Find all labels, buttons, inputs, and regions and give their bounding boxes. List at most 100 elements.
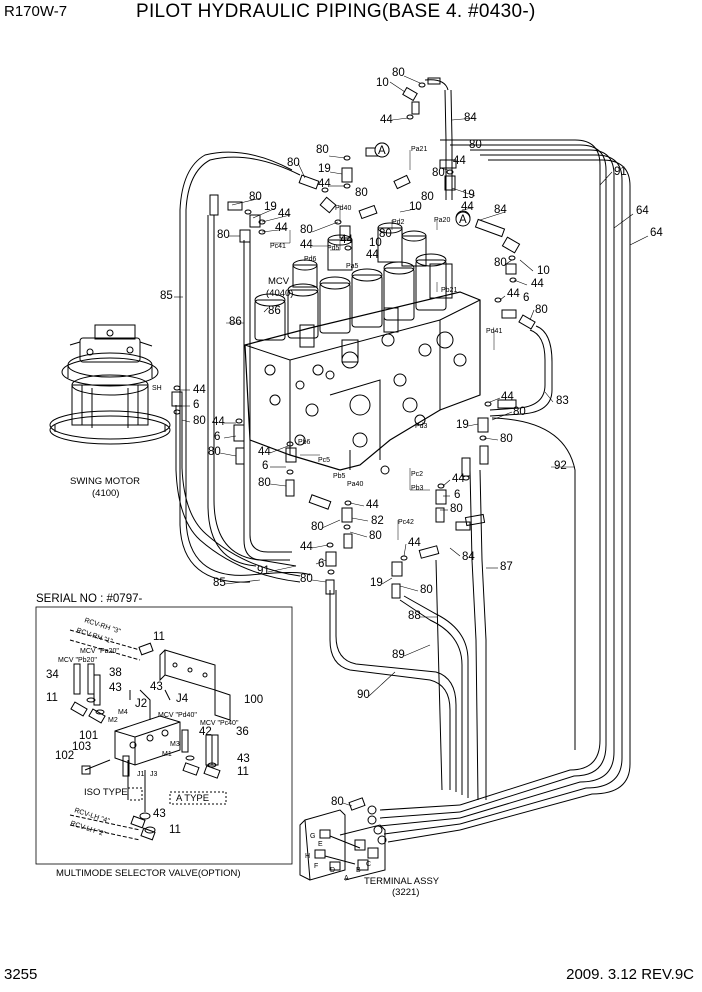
mcv-caption: MCV (268, 276, 290, 287)
part-number-label: 80 (392, 67, 405, 79)
part-number-label: 80 (331, 796, 344, 808)
part-number-label: 80 (369, 530, 382, 542)
part-number-label: 80 (469, 139, 482, 151)
part-number-label: 6 (318, 558, 324, 570)
part-number-label: 80 (494, 257, 507, 269)
part-number-label: 80 (450, 503, 463, 515)
part-number-label: 44 (461, 201, 474, 213)
part-number-label: 80 (432, 167, 445, 179)
page-header: R170W-7 PILOT HYDRAULIC PIPING(BASE 4. #… (0, 0, 702, 30)
port-label-layer: Pa21 Pd40 Pc41 Pd5 Pd2 Pa20 Pd6 Pa5 Pb21… (108, 146, 502, 882)
part-number-label: 90 (357, 689, 370, 701)
part-number-label: 80 (208, 446, 221, 458)
part-number-label: 80 (355, 187, 368, 199)
part-number-label: 19 (462, 189, 475, 201)
part-number-label: 84 (464, 112, 477, 124)
port-j3: J3 (150, 771, 158, 778)
page-title: PILOT HYDRAULIC PIPING(BASE 4. #0430-) (136, 1, 536, 22)
term-e: E (318, 841, 323, 848)
part-number-label: 44 (507, 288, 520, 300)
part-number-label: 80 (193, 415, 206, 427)
part-number-label: 64 (650, 227, 663, 239)
part-number-label: 44 (408, 537, 421, 549)
detail-callouts: A A (374, 142, 471, 227)
part-number-label: 80 (249, 191, 262, 203)
mcv-code: (4040) (266, 288, 293, 299)
part-number-label: 80 (500, 433, 513, 445)
port-m2: M2 (108, 717, 118, 724)
multimode-inset (35, 606, 293, 865)
port-pc41: Pc41 (270, 243, 286, 250)
port-pa5: Pa5 (346, 263, 359, 270)
part-number-label: 100 (244, 694, 263, 706)
swing-motor-caption: SWING MOTOR (70, 476, 140, 487)
part-number-label: 44 (380, 114, 393, 126)
part-number-label: 83 (556, 395, 569, 407)
part-number-label: 80 (316, 144, 329, 156)
leader-lines (174, 75, 649, 807)
part-number-label: 11 (169, 824, 181, 836)
port-pa20: Pa20 (434, 217, 450, 224)
mcv-pb20-label: MCV "Pb20" (58, 657, 97, 664)
callout-circle-a1 (374, 142, 390, 158)
part-number-label: 82 (371, 515, 384, 527)
term-b: B (356, 867, 361, 874)
part-number-label: 44 (212, 416, 225, 428)
port-pd41: Pd41 (486, 328, 502, 335)
part-number-label: 85 (160, 290, 173, 302)
part-number-label: 44 (366, 249, 379, 261)
term-a: A (344, 875, 349, 882)
port-pa40: Pa40 (347, 481, 363, 488)
part-number-label: 91 (614, 166, 627, 178)
port-pb21: Pb21 (441, 287, 457, 294)
fittings (171, 77, 536, 599)
part-number-label: 64 (636, 205, 649, 217)
part-number-label: 6 (262, 460, 268, 472)
part-number-label: 10 (376, 77, 389, 89)
part-number-label: 36 (236, 726, 249, 738)
part-number-label: 80 (311, 521, 324, 533)
port-pd5: Pd5 (327, 245, 340, 252)
part-number-label: 11 (237, 766, 249, 778)
part-number-label: 19 (318, 163, 331, 175)
part-number-label: 6 (454, 489, 460, 501)
a-type-label: A TYPE (176, 793, 209, 804)
rcv-lh2-label: RCV-LH "2" (69, 820, 106, 838)
terminal-caption: TERMINAL ASSY (364, 876, 440, 887)
part-number-label: 11 (46, 692, 58, 704)
swing-motor-illustration (49, 324, 171, 445)
multimode-caption: MULTIMODE SELECTOR VALVE(OPTION) (56, 868, 241, 879)
part-number-label: 43 (153, 808, 166, 820)
port-pb3: Pb3 (411, 485, 424, 492)
term-g: G (310, 833, 315, 840)
part-number-label: 88 (408, 610, 421, 622)
part-number-label: 19 (370, 577, 383, 589)
part-number-label: 80 (258, 477, 271, 489)
part-number-label: 10 (369, 237, 382, 249)
part-number-label: 86 (229, 316, 242, 328)
part-number-label: 44 (275, 222, 288, 234)
port-pd6: Pd6 (304, 256, 317, 263)
part-number-label: 44 (340, 234, 353, 246)
part-number-label: 86 (268, 305, 281, 317)
terminal-assembly (299, 797, 461, 881)
part-number-label: 6 (193, 399, 199, 411)
part-number-label: 19 (264, 201, 277, 213)
hose-88-89-90 (329, 469, 487, 801)
part-number-label: 80 (420, 584, 433, 596)
part-number-label: 43 (237, 753, 250, 765)
port-pd3: Pd3 (415, 423, 428, 430)
part-number-label: 11 (153, 631, 165, 643)
part-number-label: 80 (300, 573, 313, 585)
port-pb5: Pb5 (333, 473, 346, 480)
port-sh: SH (152, 385, 162, 392)
date-revision: 2009. 3.12 REV.9C (566, 966, 694, 983)
mcv-pd40-label: MCV "Pd40" (158, 712, 197, 719)
part-number-label: 10 (537, 265, 550, 277)
part-number-label: J2 (135, 698, 147, 710)
swing-motor-hoses (175, 405, 301, 583)
part-number-label: 89 (392, 649, 405, 661)
port-pc2: Pc2 (411, 471, 423, 478)
